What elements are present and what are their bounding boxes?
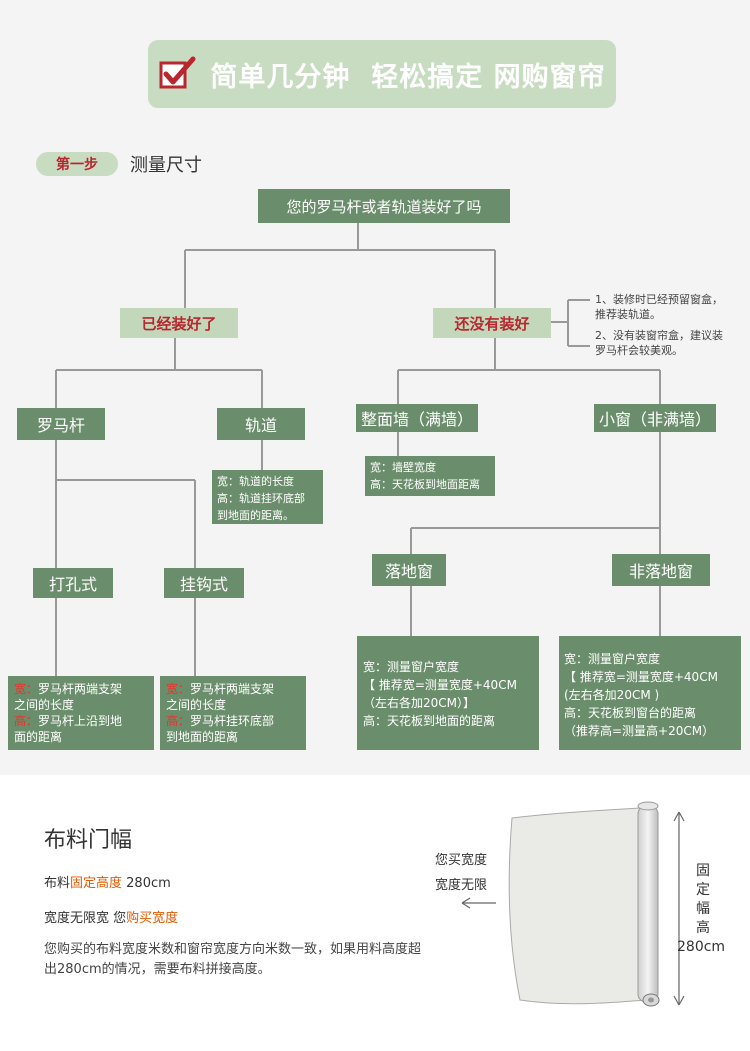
header-banner: 简单几分钟 轻松搞定 网购窗帘 [148,40,616,108]
full-wall-note: 宽：墙壁宽度 高：天花板到地面距离 [365,456,495,496]
fabric-fixed-prefix: 布料 [44,876,71,891]
non-floor-note-line3: (左右各加20CM ) [564,688,660,702]
track-note: 宽：轨道的长度 高：轨道挂环底部 到地面的距离。 [212,470,323,524]
step-title: 测量尺寸 [130,155,202,176]
floor-window-note: 宽：测量窗户宽度 【 推荐宽=测量宽度+40CM （左右各加20CM）】 高：天… [357,636,539,750]
fabric-width-prefix: 宽度无限宽 您 [44,911,127,926]
fabric-fixed-highlight: 固定高度 [70,876,123,891]
height-char-4: 高 [696,920,710,936]
fabric-width: 宽度无限宽 您购买宽度 [44,907,178,926]
drill-note-height-value: 罗马杆上沿到地 [38,714,123,728]
non-floor-note-line4: 高：天花板到窗台的距离 [564,706,697,720]
full-wall-note-height-value: 天花板到地面距离 [392,478,480,491]
roman-rod-node: 罗马杆 [17,408,105,440]
floor-note-line1: 宽：测量窗户宽度 [363,660,460,674]
floor-note-line2: 【 推荐宽=测量宽度+40CM [363,678,517,692]
non-floor-window-node: 非落地窗 [612,554,710,586]
height-char-1: 固 [696,863,710,879]
full-wall-note-width-key: 宽： [370,461,392,474]
fabric-fixed-suffix: 280cm [122,876,171,891]
track-note-height-value: 轨道挂环底部 [239,492,305,505]
drill-note: 宽：罗马杆两端支架 之间的长度 高：罗马杆上沿到地 面的距离 [8,676,154,750]
banner-title: 简单几分钟 轻松搞定 网购窗帘 [210,61,606,93]
height-value: 280cm [677,939,726,955]
tip-one: 1、装修时已经预留窗盒， 推荐装轨道。 [595,292,723,322]
full-wall-node: 整面墙（满墙） [356,404,478,432]
fabric-title: 布料门幅 [44,828,133,853]
checkbox-check-icon [159,56,196,89]
fabric-width-highlight: 购买宽度 [126,911,179,926]
non-floor-note-line2: 【 推荐宽=测量宽度+40CM [564,670,718,684]
small-window-node: 小窗（非满墙） [594,404,716,432]
fabric-roll-illustration [461,801,685,1007]
tip-one-line-a: 1、装修时已经预留窗盒， [595,293,723,306]
fabric-fixed-height: 布料固定高度 280cm [44,872,171,891]
drill-note-width-key: 宽： [14,682,39,696]
hook-note-width: 宽：罗马杆两端支架 [166,681,300,697]
drill-note-height-key: 高： [14,714,39,728]
tip-two-line-a: 2、没有装窗帘盒，建议装 [595,329,723,342]
fabric-sheet [508,807,646,1005]
hook-note: 宽：罗马杆两端支架 之间的长度 高：罗马杆挂环底部 到地面的距离 [160,676,306,750]
fabric-description: 您购买的布料宽度米数和窗帘宽度方向米数一致，如果用料高度超出280cm的情况，需… [44,942,422,977]
drill-type-node: 打孔式 [33,568,113,598]
tip-one-line-b: 推荐装轨道。 [595,308,661,321]
hook-type-node: 挂钩式 [164,568,244,598]
roll-label-unlimited: 宽度无限 [435,878,488,893]
hook-note-height: 高：罗马杆挂环底部 [166,713,300,729]
track-note-width-key: 宽： [217,475,239,488]
flowchart-connectors [55,223,661,676]
not-installed-node: 还没有装好 [433,308,551,338]
step-badge: 第一步 [36,152,118,176]
hook-note-height-cont: 到地面的距离 [166,730,239,744]
floor-window-node: 落地窗 [372,554,446,586]
drill-note-height: 高：罗马杆上沿到地 [14,713,148,729]
full-wall-note-height-key: 高： [370,478,392,491]
drill-note-width-value: 罗马杆两端支架 [38,682,123,696]
track-note-width: 宽：轨道的长度 [217,473,318,490]
hook-note-width-key: 宽： [166,682,191,696]
root-question-node: 您的罗马杆或者轨道装好了吗 [258,189,510,223]
hook-note-width-value: 罗马杆两端支架 [190,682,275,696]
installed-node: 已经装好了 [120,308,238,338]
track-note-height-key: 高： [217,492,239,505]
non-floor-note-line1: 宽：测量窗户宽度 [564,652,661,666]
height-char-2: 定 [696,882,710,898]
roll-label-buy-width: 您买宽度 [435,853,488,868]
drill-note-width: 宽：罗马杆两端支架 [14,681,148,697]
non-floor-note-line5: （推荐高=测量高+20CM） [564,724,715,738]
floor-note-line4: 高：天花板到地面的距离 [363,714,496,728]
full-wall-note-width-value: 墙壁宽度 [392,461,436,474]
fabric-roll-tube [637,805,659,1003]
hook-note-width-cont: 之间的长度 [166,698,227,712]
full-wall-note-height: 高：天花板到地面距离 [370,476,490,493]
drill-note-height-cont: 面的距离 [14,730,63,744]
tip-two: 2、没有装窗帘盒，建议装 罗马杆会较美观。 [595,328,723,358]
height-arrow-icon [673,811,685,1006]
track-note-height: 高：轨道挂环底部 [217,490,318,507]
non-floor-window-note: 宽：测量窗户宽度 【 推荐宽=测量宽度+40CM (左右各加20CM ) 高：天… [559,636,741,750]
floor-note-line3: （左右各加20CM）】 [363,696,476,710]
track-note-width-value: 轨道的长度 [239,475,294,488]
track-note-height-cont: 到地面的距离。 [217,509,294,522]
track-node: 轨道 [217,408,305,440]
hook-note-height-value: 罗马杆挂环底部 [190,714,275,728]
hook-note-height-key: 高： [166,714,191,728]
fixed-height-label: 固 定 幅 高 280cm [677,862,725,957]
left-arrow-icon [461,897,496,909]
tip-two-line-b: 罗马杆会较美观。 [595,344,683,357]
full-wall-note-width: 宽：墙壁宽度 [370,459,490,476]
height-char-3: 幅 [696,901,710,917]
drill-note-width-cont: 之间的长度 [14,698,75,712]
